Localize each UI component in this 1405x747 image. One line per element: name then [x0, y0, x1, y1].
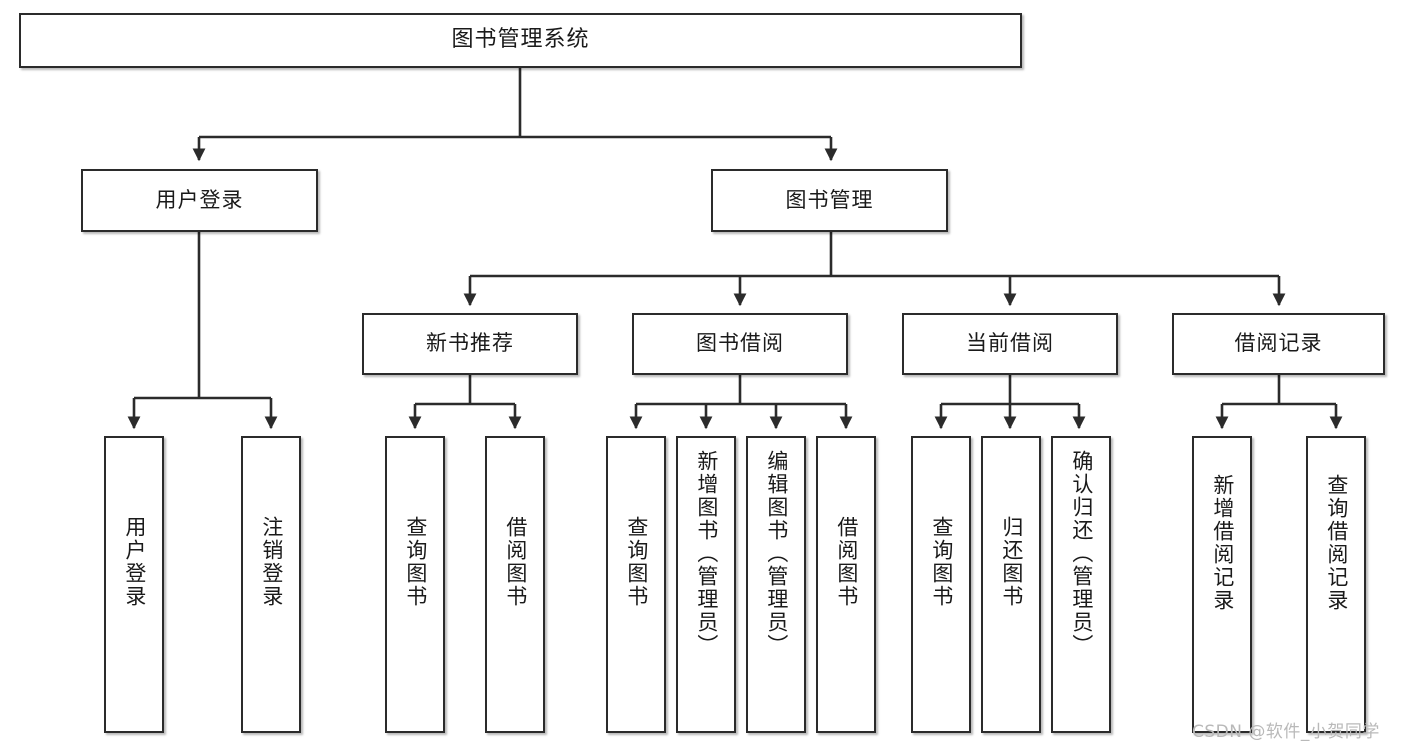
leaf-confirm-return-admin[interactable]: 确认归还（管理员）: [1051, 436, 1111, 733]
node-label: 新增图书（管理员）: [694, 450, 719, 657]
node-label: 编辑图书（管理员）: [764, 450, 789, 657]
node-label: 新书推荐: [426, 331, 514, 356]
node-label: 图书借阅: [696, 331, 784, 356]
node-label: 借阅图书: [834, 516, 859, 608]
leaf-query-book-borrow[interactable]: 查询图书: [606, 436, 666, 733]
leaf-query-book-recommend[interactable]: 查询图书: [385, 436, 445, 733]
leaf-logout[interactable]: 注销登录: [241, 436, 301, 733]
node-label: 查询借阅记录: [1324, 474, 1349, 612]
node-label: 注销登录: [259, 516, 284, 608]
node-label: 归还图书: [999, 516, 1024, 608]
node-label: 用户登录: [155, 187, 244, 212]
node-label: 用户登录: [122, 516, 147, 608]
node-book-borrow[interactable]: 图书借阅: [632, 313, 848, 375]
node-new-book-recommend[interactable]: 新书推荐: [362, 313, 578, 375]
node-label: 确认归还（管理员）: [1069, 450, 1094, 657]
node-label: 借阅图书: [503, 516, 528, 608]
leaf-query-borrow-record[interactable]: 查询借阅记录: [1306, 436, 1366, 733]
node-current-borrow[interactable]: 当前借阅: [902, 313, 1118, 375]
node-label: 查询图书: [929, 516, 954, 608]
node-root-system[interactable]: 图书管理系统: [19, 13, 1022, 68]
node-label: 图书管理: [785, 187, 874, 212]
node-book-management[interactable]: 图书管理: [711, 169, 948, 232]
node-label: 图书管理系统: [451, 27, 590, 53]
node-label: 新增借阅记录: [1210, 474, 1235, 612]
leaf-edit-book-admin[interactable]: 编辑图书（管理员）: [746, 436, 806, 733]
leaf-add-book-admin[interactable]: 新增图书（管理员）: [676, 436, 736, 733]
csdn-watermark: CSDN @软件_小贺同学: [1192, 722, 1380, 742]
leaf-borrow-book-recommend[interactable]: 借阅图书: [485, 436, 545, 733]
leaf-add-borrow-record[interactable]: 新增借阅记录: [1192, 436, 1252, 733]
leaf-return-book[interactable]: 归还图书: [981, 436, 1041, 733]
leaf-query-book-current[interactable]: 查询图书: [911, 436, 971, 733]
node-label: 查询图书: [624, 516, 649, 608]
node-user-login[interactable]: 用户登录: [81, 169, 318, 232]
leaf-user-login[interactable]: 用户登录: [104, 436, 164, 733]
node-label: 查询图书: [403, 516, 428, 608]
node-label: 借阅记录: [1234, 331, 1323, 356]
leaf-borrow-book[interactable]: 借阅图书: [816, 436, 876, 733]
node-borrow-record[interactable]: 借阅记录: [1172, 313, 1385, 375]
node-label: 当前借阅: [966, 331, 1054, 356]
